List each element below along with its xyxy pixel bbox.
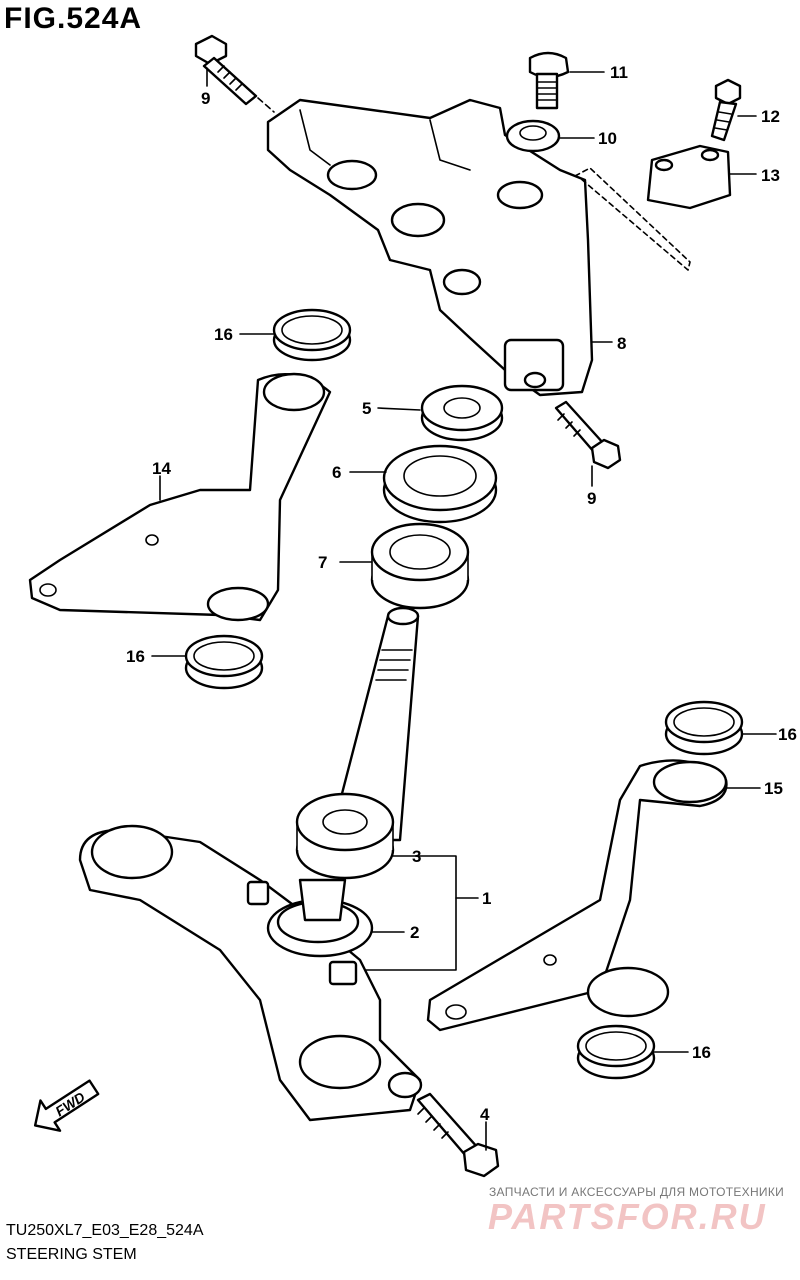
callout-16-a: 16: [214, 325, 233, 344]
bolt-11: [528, 51, 570, 110]
callout-4: 4: [480, 1105, 490, 1124]
washer-10: [505, 119, 561, 153]
clamp-13: [646, 144, 732, 210]
upper-bracket-8: [266, 98, 594, 397]
callout-2: 2: [410, 923, 419, 942]
callout-16-c: 16: [778, 725, 797, 744]
bearing-7: [370, 522, 470, 610]
callout-15: 15: [764, 779, 783, 798]
bolt-9-lower: [554, 400, 622, 470]
dust-seal-16-b: [184, 634, 264, 690]
callout-9-lower: 9: [587, 489, 596, 508]
nut-5: [420, 384, 504, 442]
callout-14: 14: [152, 459, 171, 478]
watermark-tagline: ЗАПЧАСТИ И АКСЕССУАРЫ ДЛЯ МОТОТЕХНИКИ: [489, 1185, 785, 1199]
callout-11: 11: [610, 63, 628, 82]
dust-seal-16-a: [272, 308, 352, 362]
callout-10: 10: [598, 129, 617, 148]
callout-12: 12: [761, 107, 780, 126]
callout-7: 7: [318, 553, 327, 572]
model-code: TU250XL7_E03_E28_524A: [6, 1222, 204, 1239]
seal-6: [382, 444, 498, 524]
right-bracket-15: [426, 759, 728, 1032]
bolt-9-upper: [194, 34, 258, 106]
leader-lines: [151, 67, 777, 1151]
callout-3: 3: [412, 847, 421, 866]
bolt-4: [416, 1092, 500, 1178]
bearing-3: [295, 792, 395, 880]
callout-16-b: 16: [126, 647, 145, 666]
dust-seal-16-c: [664, 700, 744, 756]
callout-1: 1: [482, 889, 491, 908]
callout-13: 13: [761, 166, 780, 185]
callout-16-d: 16: [692, 1043, 711, 1062]
figure-caption: STEERING STEM: [6, 1246, 137, 1263]
callout-6: 6: [332, 463, 341, 482]
left-bracket-14: [28, 372, 332, 622]
watermark-brand: PARTSFOR.RU: [488, 1196, 767, 1237]
callout-5: 5: [362, 399, 371, 418]
callout-9-upper: 9: [201, 89, 210, 108]
fwd-arrow: FWD: [33, 1079, 100, 1132]
callout-8: 8: [617, 334, 626, 353]
figure-title: FIG.524A: [4, 2, 143, 35]
lower-bracket-1: [78, 824, 423, 1122]
callout-labels: 9 11 10 12 13 8 16 5 6 14 9 7 16 16 15 3…: [126, 63, 797, 1124]
dust-seal-16-d: [576, 1024, 656, 1080]
steering-stem-shaft: [328, 606, 420, 842]
bolt-12: [710, 78, 742, 142]
